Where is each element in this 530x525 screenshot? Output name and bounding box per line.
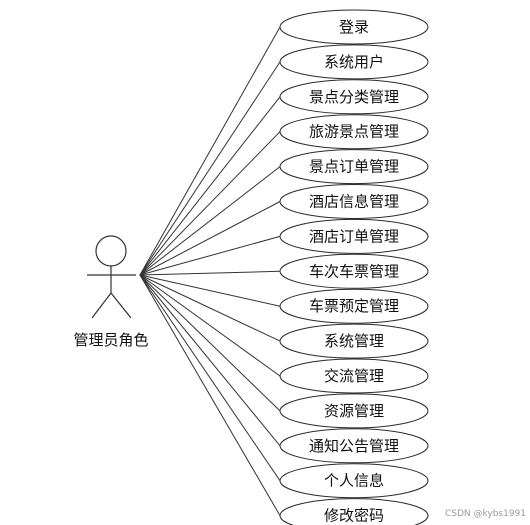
association-line xyxy=(139,201,281,276)
use-case-label: 车次车票管理 xyxy=(309,262,399,280)
use-case: 酒店订单管理 xyxy=(279,218,429,254)
association-lines xyxy=(139,26,281,516)
association-line xyxy=(139,235,281,276)
association-line xyxy=(139,270,281,276)
use-case-ellipse xyxy=(279,149,429,185)
use-case: 系统用户 xyxy=(279,44,429,80)
use-case-label: 系统管理 xyxy=(324,332,384,350)
association-line xyxy=(139,61,281,276)
use-case-label: 资源管理 xyxy=(324,402,384,420)
use-case-label: 系统用户 xyxy=(324,53,384,71)
use-case-label: 个人信息 xyxy=(324,472,384,490)
use-case-label: 交流管理 xyxy=(324,367,384,385)
association-line xyxy=(139,274,281,307)
association-line xyxy=(139,274,281,342)
use-case-ellipse xyxy=(279,44,429,80)
use-case-ellipse xyxy=(279,184,429,219)
association-line xyxy=(139,274,281,447)
use-case-ellipse xyxy=(279,288,429,324)
actor-left-leg xyxy=(91,292,112,319)
use-case-label: 旅游景点管理 xyxy=(309,123,399,141)
use-case: 修改密码 xyxy=(279,498,429,525)
use-case-ellipse xyxy=(279,498,429,525)
use-case-label: 登录 xyxy=(339,18,369,36)
use-case-list: 登录系统用户景点分类管理旅游景点管理景点订单管理酒店信息管理酒店订单管理车次车票… xyxy=(279,9,429,525)
actor-figure: 管理员角色 xyxy=(73,235,149,349)
use-case-ellipse xyxy=(279,114,429,150)
actor-head xyxy=(95,235,127,267)
actor-right-leg xyxy=(110,292,132,319)
use-case: 车票预定管理 xyxy=(279,288,429,324)
use-case-label: 车票预定管理 xyxy=(309,297,399,315)
use-case-label: 修改密码 xyxy=(324,507,384,525)
association-line xyxy=(139,26,281,276)
use-case-ellipse xyxy=(279,393,429,429)
use-case: 登录 xyxy=(279,9,429,45)
use-case-ellipse xyxy=(279,358,429,394)
association-line xyxy=(139,274,281,516)
association-line xyxy=(139,166,281,276)
use-case: 资源管理 xyxy=(279,393,429,429)
use-case: 景点订单管理 xyxy=(279,149,429,185)
use-case: 交流管理 xyxy=(279,358,429,394)
use-case-ellipse xyxy=(279,218,429,254)
use-case: 旅游景点管理 xyxy=(279,114,429,150)
use-case-ellipse xyxy=(279,253,429,289)
use-case-ellipse xyxy=(279,79,429,115)
use-case: 通知公告管理 xyxy=(279,428,429,464)
use-case: 景点分类管理 xyxy=(279,79,429,115)
association-line xyxy=(139,131,281,276)
association-line xyxy=(139,274,281,412)
use-case: 个人信息 xyxy=(279,463,429,499)
association-line xyxy=(139,96,281,276)
watermark-text: CSDN @kybs1991 xyxy=(445,509,526,519)
use-case: 酒店信息管理 xyxy=(279,184,429,219)
use-case-label: 通知公告管理 xyxy=(309,437,399,455)
association-line xyxy=(139,274,281,481)
use-case-ellipse xyxy=(279,428,429,464)
use-case-label: 酒店订单管理 xyxy=(309,227,399,245)
actor-label: 管理员角色 xyxy=(73,331,148,349)
use-case-ellipse xyxy=(279,323,429,359)
use-case: 车次车票管理 xyxy=(279,253,429,289)
association-line xyxy=(139,274,281,377)
use-case-label: 景点分类管理 xyxy=(309,88,399,106)
use-case-ellipse xyxy=(279,463,429,499)
use-case-ellipse xyxy=(279,9,429,45)
use-case-label: 酒店信息管理 xyxy=(309,193,399,211)
use-case-label: 景点订单管理 xyxy=(309,158,399,176)
use-case: 系统管理 xyxy=(279,323,429,359)
